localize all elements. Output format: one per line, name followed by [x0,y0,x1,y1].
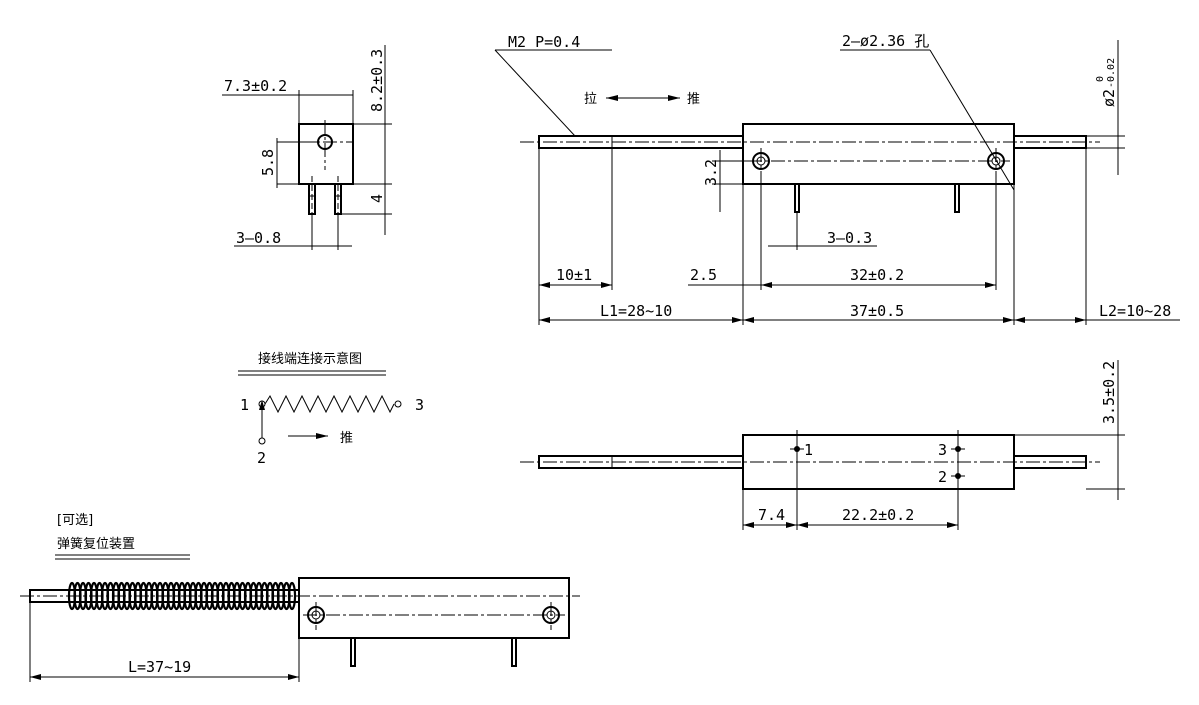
shaft-tol-upper: 0 [1095,76,1106,82]
bottom-view: 1 3 2 3.5±0.2 7.4 22.2±0.2 [520,360,1125,530]
dim-L1: L1=28~10 [600,302,672,320]
dim-L: L=37~19 [128,658,191,676]
terminal-2: 2 [257,449,266,467]
dim-3-5: 3.5±0.2 [1100,361,1118,424]
dim-37: 37±0.5 [850,302,904,320]
shaft-dia: ø2 [1100,89,1118,107]
shaft-tol-lower: -0.02 [1106,58,1117,88]
thread-label: M2 P=0.4 [508,33,580,51]
spring-coils [67,581,297,611]
push-label-2: 推 [340,431,353,446]
dim-5-8: 5.8 [259,149,277,176]
optional-label: [可选] [57,513,93,528]
pull-label: 拉 [584,92,597,107]
dim-3-03: 3–0.3 [827,229,872,247]
spring-coil [287,581,297,611]
dim-4: 4 [368,194,386,203]
dim-8-2: 8.2±0.3 [368,49,386,112]
dim-L2: L2=10~28 [1099,302,1171,320]
wiring-diagram: 接线端连接示意图 1 3 2 推 [238,351,424,467]
wiring-title: 接线端连接示意图 [258,351,362,367]
dim-2-5: 2.5 [690,266,717,284]
main-view: M2 P=0.4 拉 推 2–ø2.36 孔 ø2 0 -0.02 3.2 3–… [494,32,1180,325]
dim-32: 32±0.2 [850,266,904,284]
spring-view: [可选] 弹簧复位装置 L=37~19 [20,513,580,682]
dim-3-2: 3.2 [702,159,720,186]
dim-7-4: 7.4 [758,506,785,524]
push-label: 推 [687,92,700,107]
bottom-pin-1: 1 [804,441,813,459]
dim-3-08: 3–0.8 [236,229,281,247]
terminal-1: 1 [240,396,249,414]
spring-title: 弹簧复位装置 [57,536,135,552]
end-view: 7.3±0.2 8.2±0.3 5.8 4 3–0.8 [222,45,392,250]
bottom-pin-3: 3 [938,441,947,459]
bottom-pin-2: 2 [938,468,947,486]
dim-10: 10±1 [556,266,592,284]
dim-22-2: 22.2±0.2 [842,506,914,524]
terminal-3: 3 [415,396,424,414]
holes-label: 2–ø2.36 孔 [842,32,929,50]
dim-7-3: 7.3±0.2 [224,77,287,95]
